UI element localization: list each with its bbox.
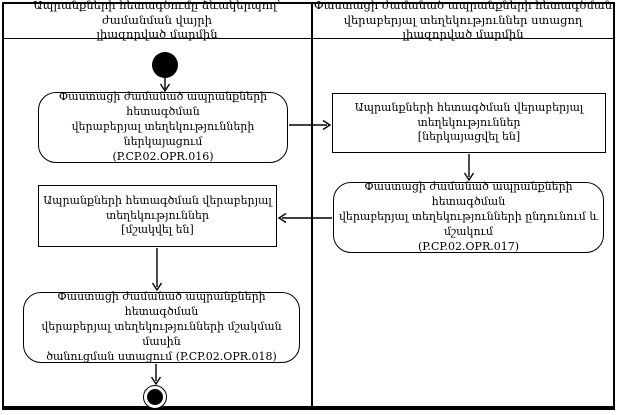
initial-node: [152, 52, 178, 78]
diagram-border: [2, 2, 615, 410]
object-state-submitted: Ապրանքների հետագծման վերաբերյալ տեղեկութ…: [332, 93, 606, 153]
activity-017: Փաստացի ժամանած ապրանքների հետագծման վեր…: [333, 180, 604, 253]
lane-title-right: Փաստացի ժամանած ապրանքների հետագծման վեր…: [313, 0, 613, 42]
lane-divider: [311, 2, 313, 410]
activity-final-node: [143, 385, 167, 409]
activity-016: Փաստացի ժամանած ապրանքների հետագծման վեր…: [38, 90, 288, 163]
lane-title-left: Ապրանքների հետագծումը ձևակերպող՝ ժամանմա…: [33, 0, 281, 42]
activity-018: Փաստացի ժամանած ապրանքների հետագծման վեր…: [23, 290, 300, 363]
lane-header-separator: [2, 38, 615, 39]
object-state-processed: Ապրանքների հետագծման վերաբերյալ տեղեկութ…: [38, 185, 277, 247]
activity-final-core: [147, 389, 163, 405]
